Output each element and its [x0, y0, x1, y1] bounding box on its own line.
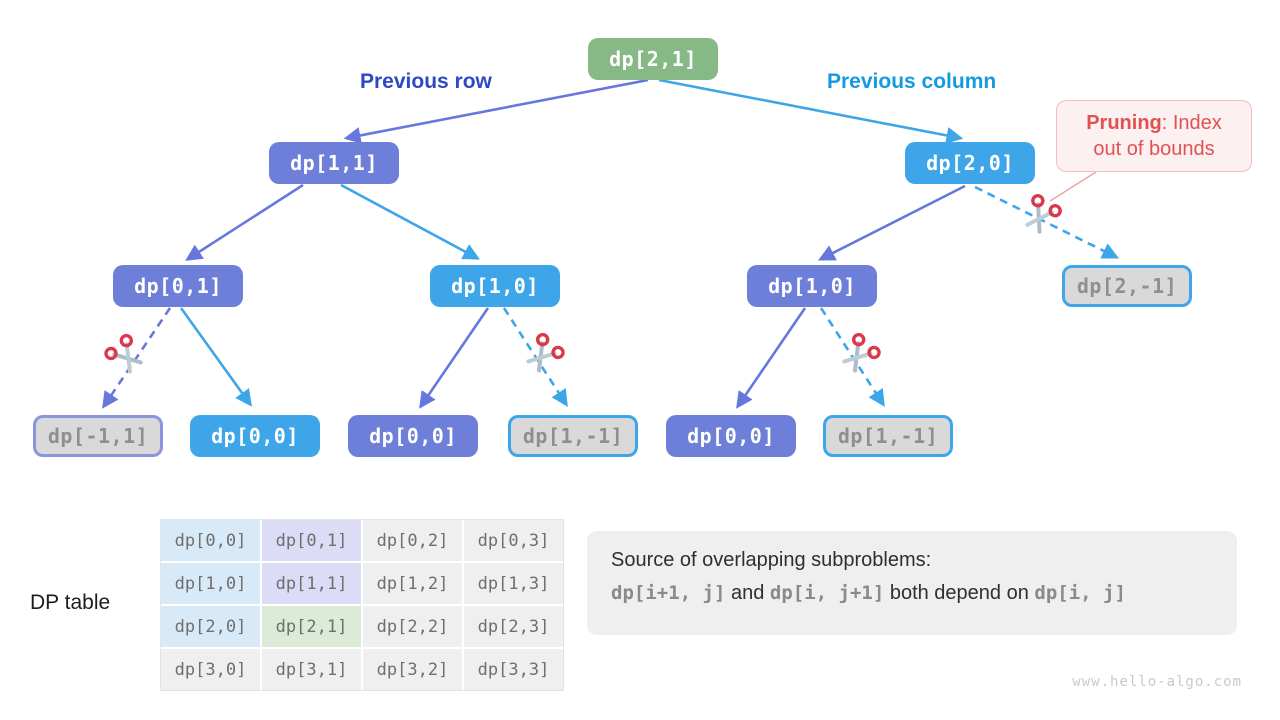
edge-dp20-to-dp10 [817, 184, 966, 261]
dp-table-cell: dp[0,1] [262, 520, 361, 561]
dp-table-cell: dp[2,2] [363, 606, 462, 647]
tree-node: dp[0,1] [113, 265, 243, 307]
edge-dp11-to-dp10 [340, 183, 480, 260]
note-formula: dp[i+1, j] and dp[i, j+1] both depend on… [611, 582, 1126, 604]
overlapping-subproblems-note: Source of overlapping subproblems: dp[i+… [587, 531, 1237, 635]
dp-table-cell: dp[2,3] [464, 606, 563, 647]
pruning-callout-line1: Pruning: Index [1086, 112, 1222, 134]
tree-node: dp[0,0] [190, 415, 320, 457]
pruning-callout: Pruning: Index out of bounds [1056, 100, 1252, 172]
dp-table-label: DP table [30, 591, 111, 614]
edge-dp10b-to-dp00 [419, 307, 490, 409]
scissors-icon [101, 331, 149, 379]
tree-node: dp[0,0] [666, 415, 796, 457]
dp-table-cell: dp[2,1] [262, 606, 361, 647]
dp-table-cell: dp[1,2] [363, 563, 462, 604]
callout-pointer-line [1049, 171, 1097, 202]
dp-table-cell: dp[0,3] [464, 520, 563, 561]
dp-table-cell: dp[2,0] [161, 606, 260, 647]
tree-node-pruned: dp[1,-1] [508, 415, 638, 457]
tree-node: dp[1,0] [430, 265, 560, 307]
tree-node: dp[1,0] [747, 265, 877, 307]
tree-node: dp[2,0] [905, 142, 1035, 184]
dp-table-cell: dp[3,3] [464, 649, 563, 690]
watermark: www.hello-algo.com [1072, 674, 1242, 690]
tree-node-pruned: dp[-1,1] [33, 415, 163, 457]
scissors-icon [520, 330, 568, 378]
dp-table-cell: dp[3,1] [262, 649, 361, 690]
note-title: Source of overlapping subproblems: [611, 549, 932, 571]
edge-dp01-to-dp00 [179, 307, 252, 407]
edge-dp10p-to-dp1m1-pruned [819, 307, 885, 407]
tree-node-pruned: dp[2,-1] [1062, 265, 1192, 307]
previous-column-label: Previous column [827, 70, 997, 93]
scissors-icon [836, 330, 884, 378]
edge-dp11-to-dp01 [185, 183, 304, 261]
dp-table: dp[0,0] dp[0,1] dp[0,2] dp[0,3] dp[1,0] … [160, 519, 564, 691]
previous-row-label: Previous row [360, 70, 492, 93]
tree-node-root: dp[2,1] [588, 38, 718, 80]
scissors-icon [1018, 191, 1064, 238]
dp-table-cell: dp[0,0] [161, 520, 260, 561]
tree-node: dp[1,1] [269, 142, 399, 184]
dp-table-cell: dp[3,2] [363, 649, 462, 690]
dp-table-cell: dp[1,0] [161, 563, 260, 604]
edge-dp01-to-dpm11-pruned [102, 307, 172, 409]
edge-dp10p-to-dp00 [736, 307, 807, 409]
tree-node-pruned: dp[1,-1] [823, 415, 953, 457]
dp-table-cell: dp[1,1] [262, 563, 361, 604]
edge-dp10b-to-dp1m1-pruned [502, 307, 568, 407]
dp-table-cell: dp[3,0] [161, 649, 260, 690]
edge-dp20-to-dp2m1-pruned [974, 185, 1120, 259]
pruning-callout-line2: out of bounds [1093, 138, 1215, 160]
dp-table-cell: dp[0,2] [363, 520, 462, 561]
tree-node: dp[0,0] [348, 415, 478, 457]
dp-table-cell: dp[1,3] [464, 563, 563, 604]
